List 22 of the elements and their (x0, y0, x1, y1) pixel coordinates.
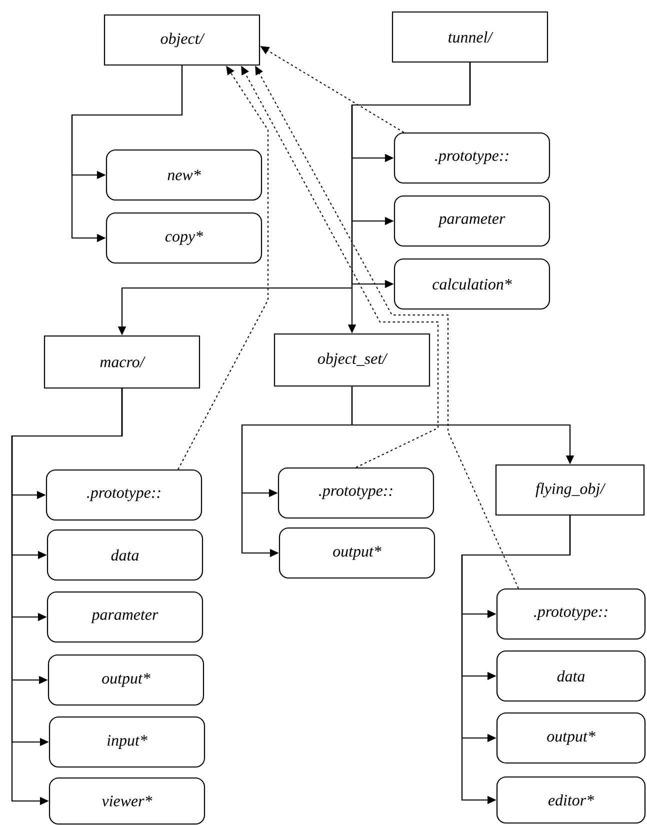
entry-box: copy* (106, 212, 262, 264)
entry-box: parameter (46, 591, 204, 643)
entry-box: new* (106, 149, 262, 201)
entry-box: data (496, 650, 646, 702)
entry-box: calculation* (394, 258, 550, 310)
entry-box: .prototype:: (46, 469, 202, 521)
entry-box: output* (278, 527, 436, 579)
directory-box: object_set/ (274, 333, 430, 387)
directory-box: object/ (104, 14, 260, 66)
directory-box: macro/ (44, 335, 200, 389)
entry-box: viewer* (48, 777, 206, 825)
entry-box: .prototype:: (278, 467, 434, 519)
entry-box: parameter (394, 195, 550, 247)
directory-box: flying_obj/ (495, 464, 645, 516)
entry-box: output* (48, 654, 204, 706)
entry-box: .prototype:: (496, 588, 646, 640)
entry-box: data (46, 529, 204, 581)
entry-box: .prototype:: (394, 132, 550, 184)
directory-box: tunnel/ (392, 11, 548, 63)
entry-box: output* (496, 712, 646, 764)
entry-box: input* (48, 716, 206, 768)
entry-box: editor* (496, 776, 646, 824)
